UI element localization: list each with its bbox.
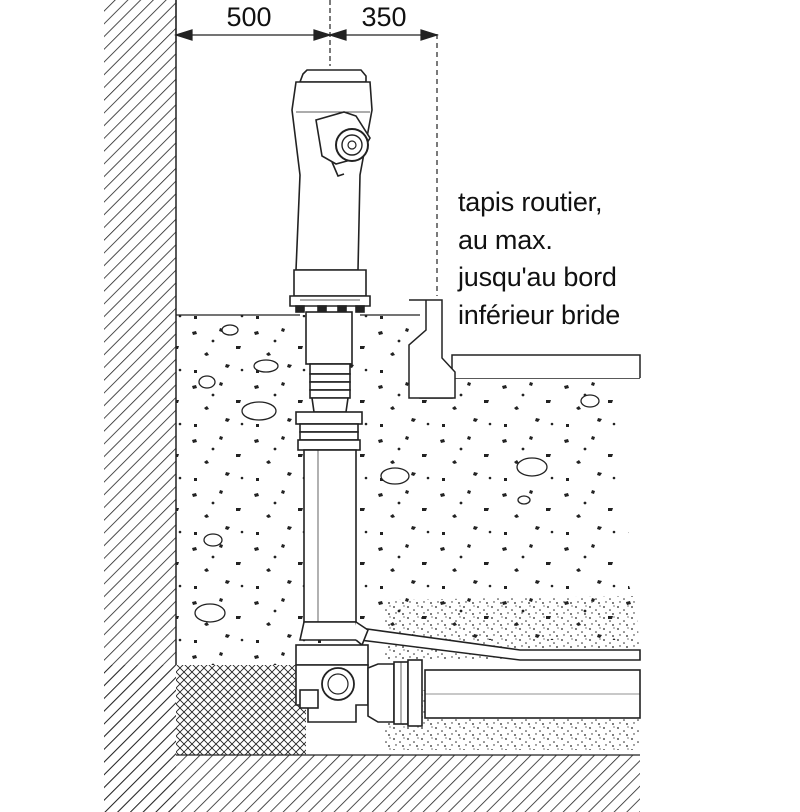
road-surface [408, 299, 641, 399]
road-surface-note: tapis routier, au max. jusqu'au bord inf… [458, 184, 788, 334]
note-line-3: jusqu'au bord [458, 262, 617, 292]
dimension-label-350: 350 [361, 2, 406, 32]
note-line-4: inférieur bride [458, 299, 621, 330]
note-line-1: tapis routier, [458, 187, 603, 217]
note-line-2: au max. [458, 224, 553, 255]
ground-fill [176, 314, 640, 665]
supply-pipe [359, 627, 641, 719]
gravel-bed [104, 665, 640, 812]
stones [194, 324, 600, 623]
dimension-lines [173, 0, 440, 296]
dimension-label-500: 500 [226, 2, 271, 32]
hydrant-body [289, 69, 423, 727]
